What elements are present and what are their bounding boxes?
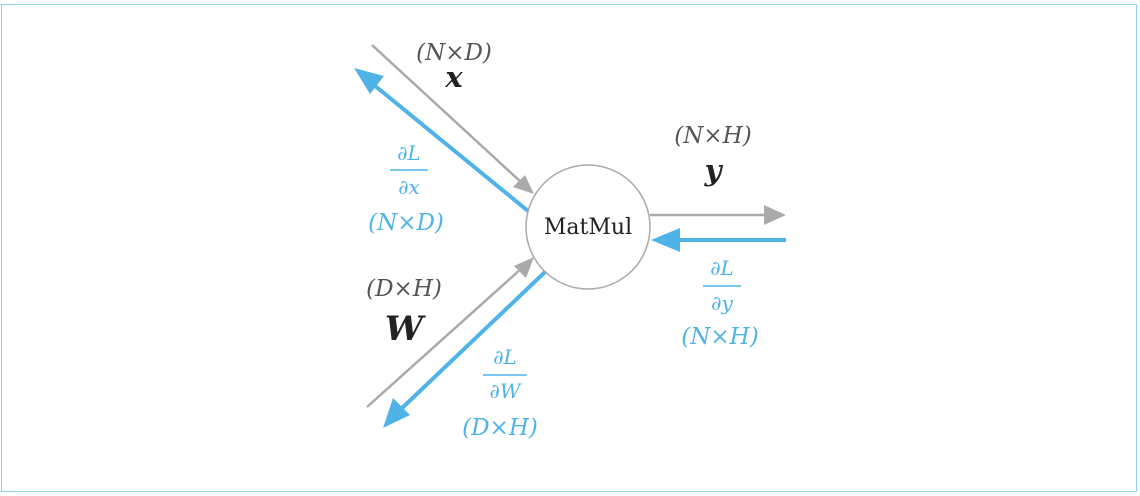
backward-arrow-dy [651,228,786,252]
y-shape-label: (N×H) [674,123,751,149]
matmul-node: MatMul [525,164,651,290]
gradient-dw: ∂L ∂W (D×H) [462,345,538,441]
w-shape-label: (D×H) [366,276,442,302]
dw-shape-label: (D×H) [462,415,538,441]
gradient-dx: ∂L ∂x (N×D) [368,141,444,236]
dw-denominator: ∂W [490,379,522,403]
x-symbol: x [444,60,463,94]
y-symbol: y [704,153,724,187]
backward-arrow-dw [383,270,547,428]
x-shape-label: (N×D) [416,40,492,66]
dw-numerator: ∂L [493,345,517,369]
dx-shape-label: (N×D) [368,210,444,236]
dy-numerator: ∂L [710,256,734,280]
dy-denominator: ∂y [711,291,733,315]
node-label: MatMul [544,215,632,240]
w-symbol: W [385,309,426,349]
forward-arrow-x [371,44,534,194]
dx-numerator: ∂L [397,141,421,165]
forward-arrow-y [650,205,786,225]
dx-denominator: ∂x [398,175,420,199]
forward-arrow-w [366,257,534,408]
backward-arrow-dx [354,68,530,213]
gradient-dy: ∂L ∂y (N×H) [681,256,758,350]
dy-shape-label: (N×H) [681,324,758,350]
